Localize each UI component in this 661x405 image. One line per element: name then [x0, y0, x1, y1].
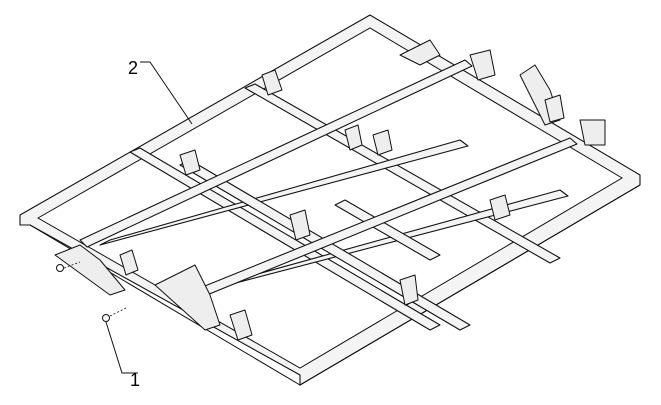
nut-icon	[102, 314, 110, 322]
nut-icon	[56, 264, 64, 272]
mounting-brackets	[54, 39, 606, 341]
callout-2: 2	[128, 58, 193, 125]
callout-1-label: 1	[130, 370, 140, 390]
callout-2-label: 2	[128, 58, 138, 78]
main-beam	[79, 59, 578, 298]
callout-1: 1	[56, 261, 140, 390]
